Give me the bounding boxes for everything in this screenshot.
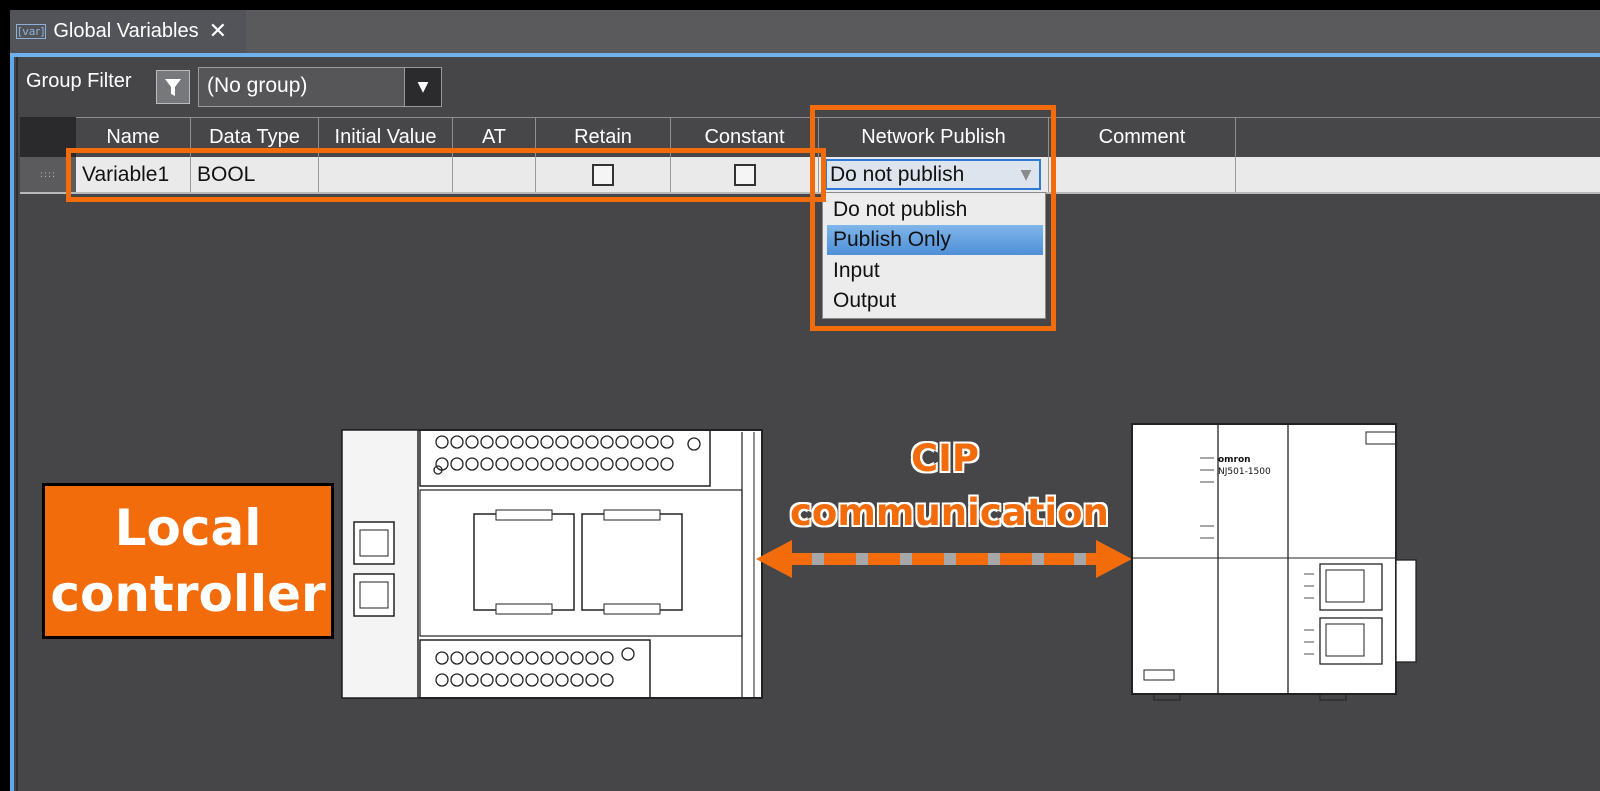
cip-communication-label: CIP communication	[790, 432, 1109, 540]
dropdown-option-publish-only[interactable]: Publish Only	[827, 225, 1043, 255]
dropdown-option-do-not-publish[interactable]: Do not publish	[833, 198, 968, 221]
cip-label-line1: CIP	[910, 437, 980, 480]
tab-underline	[10, 53, 1600, 58]
network-publish-value: Do not publish	[830, 162, 965, 186]
cell-retain	[536, 157, 671, 193]
editor-left-border	[10, 57, 14, 791]
group-filter-label: Group Filter	[26, 70, 132, 92]
local-label-line2: controller	[50, 565, 326, 623]
remote-model: NJ501-1500	[1218, 467, 1271, 477]
var-icon: [var]	[16, 24, 47, 39]
cell-at[interactable]	[453, 157, 536, 193]
dropdown-option-output[interactable]: Output	[833, 289, 897, 312]
editor-left-gutter	[16, 57, 18, 791]
group-filter-button[interactable]	[156, 70, 190, 104]
network-publish-select[interactable]: Do not publish ▼	[825, 159, 1041, 190]
cip-label-line2: communication	[790, 491, 1109, 534]
close-icon[interactable]: ✕	[208, 18, 228, 44]
chevron-down-icon[interactable]: ▼	[404, 68, 441, 106]
network-publish-highlight	[810, 105, 1056, 331]
local-controller-image	[341, 429, 763, 699]
retain-checkbox[interactable]	[592, 164, 614, 186]
remote-brand: omron	[1218, 455, 1251, 465]
group-filter-select[interactable]: (No group) ▼	[198, 67, 442, 107]
cell-data-type[interactable]: BOOL	[191, 157, 319, 193]
cell-name[interactable]: Variable1	[76, 157, 191, 193]
local-label-line1: Local	[114, 499, 262, 557]
double-arrow-icon	[756, 540, 1132, 578]
tab-global-variables[interactable]: [var] Global Variables ✕	[10, 10, 246, 53]
cell-comment[interactable]	[1049, 157, 1236, 193]
row-highlight	[66, 148, 826, 202]
funnel-icon	[165, 79, 181, 96]
column-header-network-publish[interactable]: Network Publish	[819, 117, 1049, 157]
column-header-filler	[1236, 117, 1600, 157]
cell-network-publish	[819, 157, 1049, 193]
tab-title: Global Variables	[53, 20, 199, 42]
group-filter-value: (No group)	[207, 74, 308, 97]
constant-checkbox[interactable]	[733, 164, 756, 186]
chevron-down-icon[interactable]: ▼	[1020, 166, 1032, 183]
network-publish-dropdown: Do not publish Publish Only Input Output	[822, 192, 1046, 319]
cell-constant	[671, 157, 819, 193]
column-header-comment[interactable]: Comment	[1049, 117, 1236, 157]
cell-initial-value[interactable]	[319, 157, 453, 193]
local-controller-label: Local controller	[42, 483, 334, 639]
remote-controller-image: omron NJ501-1500	[1131, 423, 1417, 701]
dropdown-option-input[interactable]: Input	[833, 259, 880, 282]
tab-bar-empty-area	[246, 10, 1600, 53]
